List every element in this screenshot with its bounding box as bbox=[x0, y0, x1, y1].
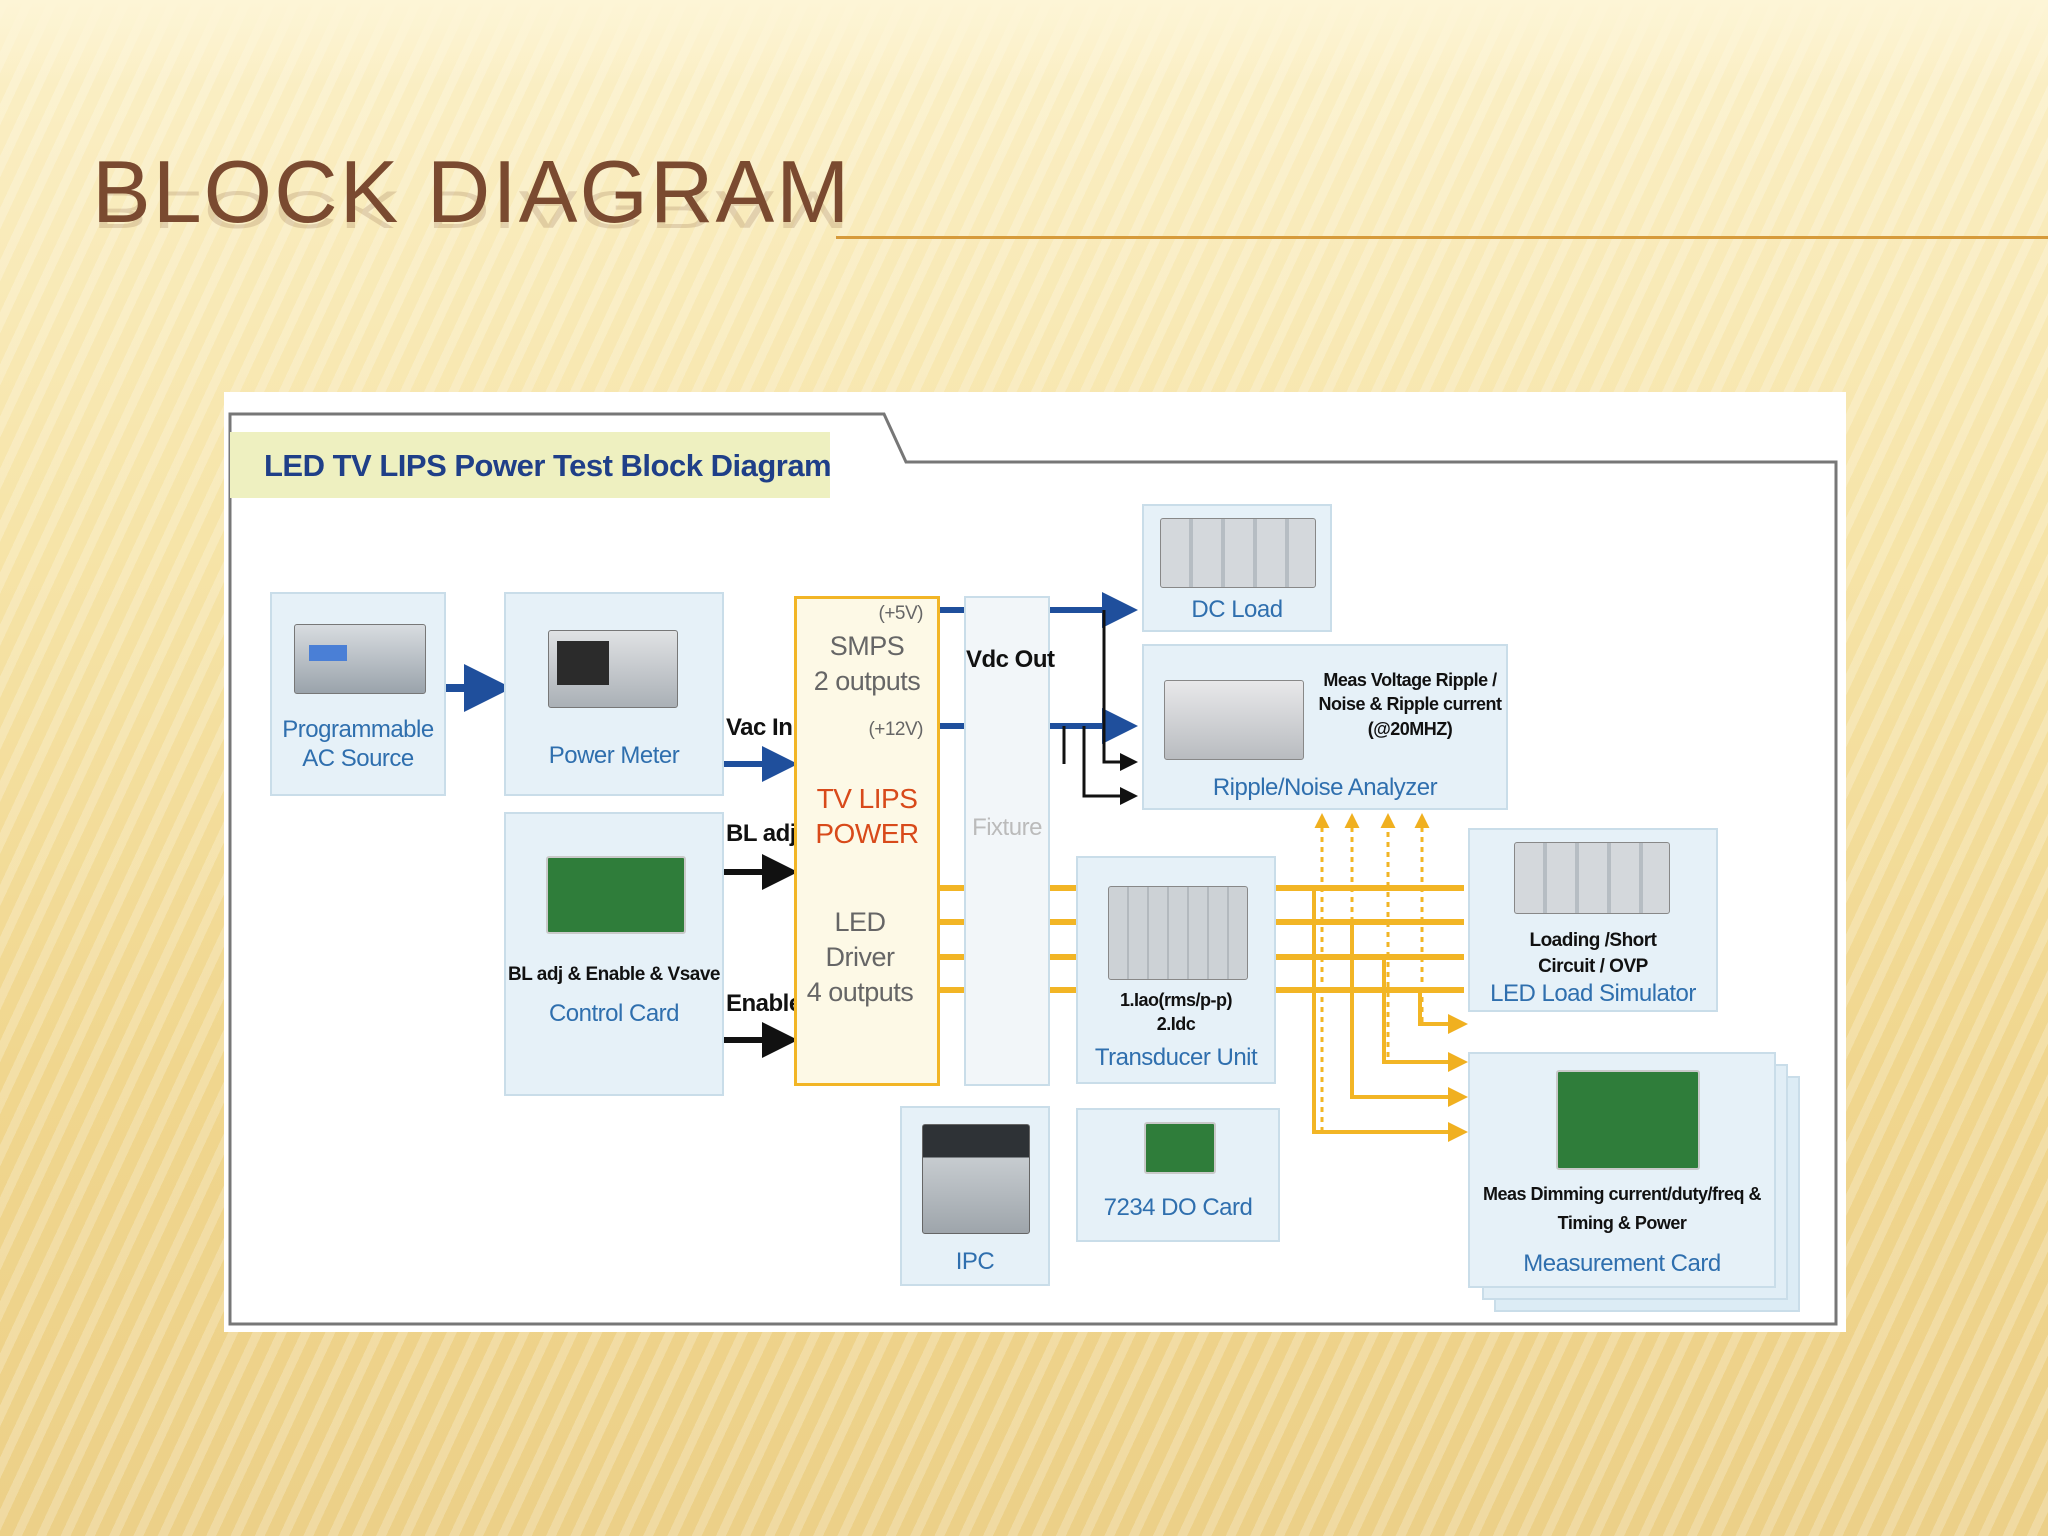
transducer-unit-block: 1.Iao(rms/p-p) 2.Idc Transducer Unit bbox=[1076, 856, 1276, 1084]
signal-vac-in: Vac In bbox=[726, 714, 793, 741]
ac-source-block: Programmable AC Source bbox=[270, 592, 446, 796]
tv-lips-power-block: (+5V) SMPS 2 outputs (+12V) TV LIPS POWE… bbox=[794, 596, 940, 1086]
measurement-card-label: Measurement Card bbox=[1523, 1250, 1721, 1277]
fixture-label: Fixture bbox=[972, 814, 1042, 841]
measurement-card-block: Meas Dimming current/duty/freq & Timing … bbox=[1468, 1052, 1776, 1288]
power-meter-block: Power Meter bbox=[504, 592, 724, 796]
ripple-analyzer-device-icon bbox=[1164, 680, 1304, 760]
do-card-icon bbox=[1144, 1122, 1216, 1174]
top-band bbox=[0, 0, 2048, 85]
ipc-label: IPC bbox=[955, 1248, 995, 1275]
led-load-simulator-block: Loading /Short Circuit / OVP LED Load Si… bbox=[1468, 828, 1718, 1012]
smps-label: SMPS 2 outputs bbox=[813, 631, 921, 697]
led-load-device-icon bbox=[1514, 842, 1670, 914]
ripple-analyzer-block: Meas Voltage Ripple / Noise & Ripple cur… bbox=[1142, 644, 1508, 810]
wire-12v-branch bbox=[1082, 726, 1138, 805]
control-card-block: BL adj & Enable & Vsave Control Card bbox=[504, 812, 724, 1096]
led-load-desc: Loading /Short Circuit / OVP bbox=[1529, 930, 1657, 977]
measurement-card-icon bbox=[1556, 1070, 1700, 1170]
title-rule bbox=[836, 236, 2048, 239]
do-card-block: 7234 DO Card bbox=[1076, 1108, 1280, 1242]
dc-load-block: DC Load bbox=[1142, 504, 1332, 632]
fixture-block: Vdc Out Fixture bbox=[964, 596, 1055, 1086]
diagram-header: LED TV LIPS Power Test Block Diagram bbox=[264, 448, 832, 483]
header-band bbox=[230, 432, 830, 498]
dc-load-label: DC Load bbox=[1191, 596, 1283, 623]
dotted-links bbox=[1314, 813, 1430, 1132]
measurement-card-desc: Meas Dimming current/duty/freq & Timing … bbox=[1482, 1184, 1762, 1233]
power-meter-label: Power Meter bbox=[548, 742, 680, 769]
transducer-label: Transducer Unit bbox=[1094, 1044, 1258, 1071]
plus5v-label: (+5V) bbox=[878, 603, 924, 624]
control-card-icon bbox=[546, 856, 686, 934]
wire-5v-branch bbox=[1102, 610, 1138, 771]
slide-title: Block Diagram bbox=[92, 142, 852, 241]
signal-bl-adj: BL adj bbox=[726, 820, 796, 847]
vdc-out-label: Vdc Out bbox=[966, 646, 1055, 673]
diagram-panel: LED TV LIPS Power Test Block Diagram Pro… bbox=[224, 392, 1846, 1332]
control-card-desc: BL adj & Enable & Vsave bbox=[507, 964, 721, 985]
plus12v-label: (+12V) bbox=[868, 719, 923, 740]
tv-lips-label: TV LIPS POWER bbox=[815, 783, 919, 849]
ac-source-device-icon bbox=[294, 624, 426, 694]
power-meter-device-icon bbox=[548, 630, 678, 708]
dc-load-device-icon bbox=[1160, 518, 1316, 588]
signal-enable: Enable bbox=[726, 990, 802, 1017]
control-card-label: Control Card bbox=[548, 1000, 680, 1027]
ac-source-label: Programmable AC Source bbox=[282, 716, 434, 772]
frame-outline bbox=[228, 412, 1838, 1326]
led-load-label: LED Load Simulator bbox=[1490, 980, 1696, 1007]
led-driver-label: LED Driver 4 outputs bbox=[806, 907, 914, 1008]
ipc-device-icon bbox=[922, 1124, 1030, 1234]
ripple-analyzer-label: Ripple/Noise Analyzer bbox=[1212, 774, 1438, 801]
do-card-label: 7234 DO Card bbox=[1103, 1194, 1253, 1221]
meas-feeds bbox=[1312, 888, 1468, 1142]
transducer-device-icon bbox=[1108, 886, 1248, 980]
ripple-analyzer-desc: Meas Voltage Ripple / Noise & Ripple cur… bbox=[1318, 670, 1502, 739]
ipc-block: IPC bbox=[900, 1106, 1050, 1286]
transducer-desc: 1.Iao(rms/p-p) 2.Idc bbox=[1119, 990, 1233, 1035]
